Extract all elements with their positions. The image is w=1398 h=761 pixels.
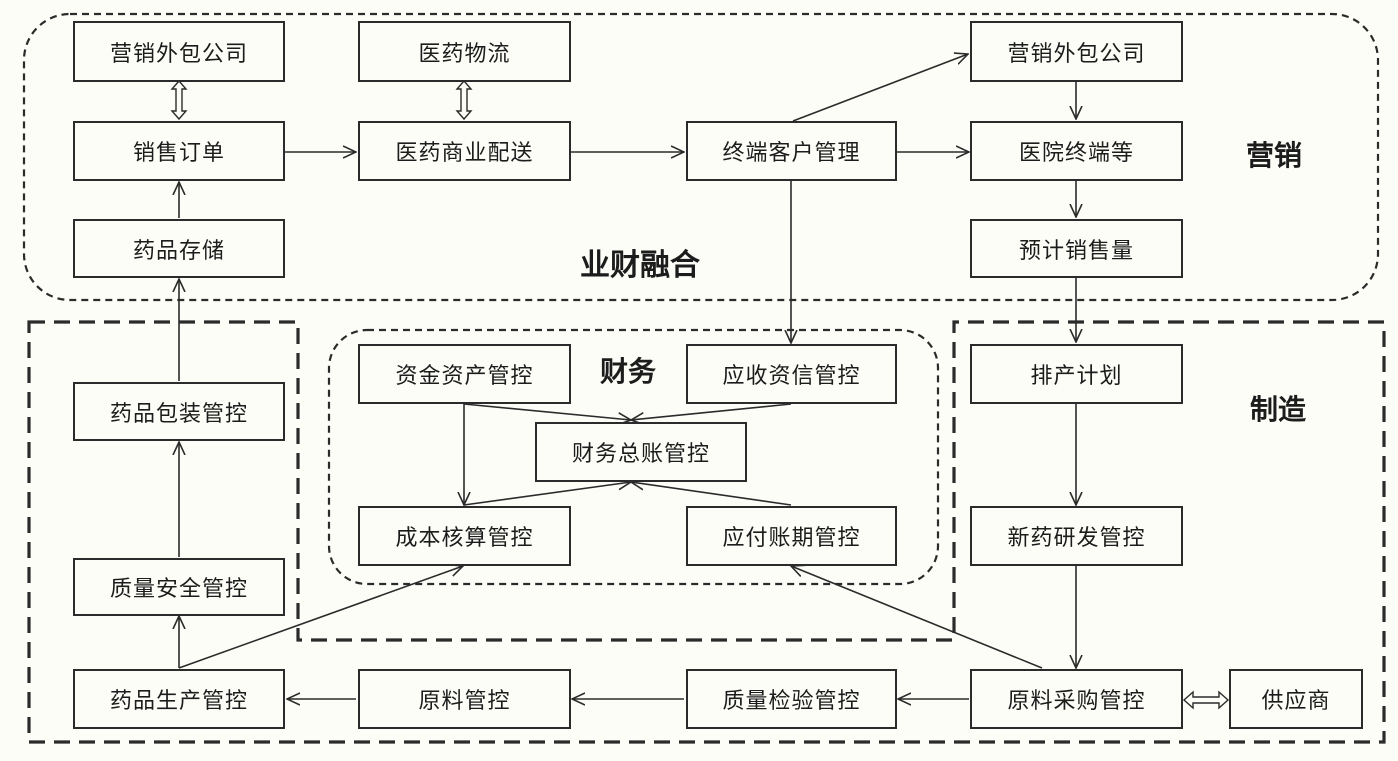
label-manufacturing: 制造 [1250, 393, 1307, 426]
node-general-ledger: 财务总账管控 [535, 422, 747, 482]
edge-receivable-to-ledger [631, 403, 792, 420]
node-quality-safety: 质量安全管控 [73, 558, 285, 616]
node-pharma-distribution: 医药商业配送 [358, 121, 571, 181]
bidirectional-arrow-purchase-supplier [1182, 690, 1230, 710]
node-outsourcing-top-right: 营销外包公司 [970, 21, 1183, 82]
edge-production-to-cost [178, 566, 463, 669]
node-fund-asset: 资金资产管控 [358, 344, 571, 404]
edge-cost-to-ledger [463, 482, 631, 506]
node-hospital-terminal: 医院终端等 [970, 121, 1183, 181]
manufacturing-region-outline [27, 320, 1386, 744]
node-drug-storage: 药品存储 [73, 219, 285, 278]
node-payable-period: 应付账期管控 [686, 506, 897, 566]
edge-terminal-to-outsourcing [792, 54, 968, 122]
edge-fund-to-ledger [463, 403, 631, 420]
node-drug-packaging: 药品包装管控 [73, 382, 285, 441]
bidirectional-arrow-outsourcing-sales [170, 79, 188, 121]
node-supplier: 供应商 [1229, 669, 1363, 729]
label-integration: 业财融合 [580, 248, 700, 283]
label-marketing: 营销 [1246, 139, 1303, 172]
node-terminal-customer-mgmt: 终端客户管理 [686, 121, 897, 181]
node-cost-accounting: 成本核算管控 [358, 506, 571, 566]
finance-region-outline [327, 328, 940, 586]
label-finance: 财务 [600, 355, 657, 388]
bidirectional-arrow-logistics-distribution [455, 79, 473, 121]
node-drug-production: 药品生产管控 [73, 669, 285, 729]
node-sales-order: 销售订单 [73, 121, 285, 181]
node-new-drug-rd: 新药研发管控 [970, 506, 1183, 566]
node-material-control: 原料管控 [358, 669, 571, 729]
edge-purchase-to-payable [791, 566, 1043, 669]
node-quality-inspection: 质量检验管控 [686, 669, 897, 729]
node-pharma-logistics: 医药物流 [358, 21, 571, 82]
node-receivable-credit: 应收资信管控 [686, 344, 897, 404]
node-forecast-sales: 预计销售量 [970, 219, 1183, 278]
marketing-region-outline [22, 12, 1380, 302]
node-outsourcing-top-left: 营销外包公司 [73, 21, 285, 82]
node-material-purchase: 原料采购管控 [970, 669, 1183, 729]
node-production-plan: 排产计划 [970, 344, 1183, 404]
edge-payable-to-ledger [631, 482, 792, 506]
